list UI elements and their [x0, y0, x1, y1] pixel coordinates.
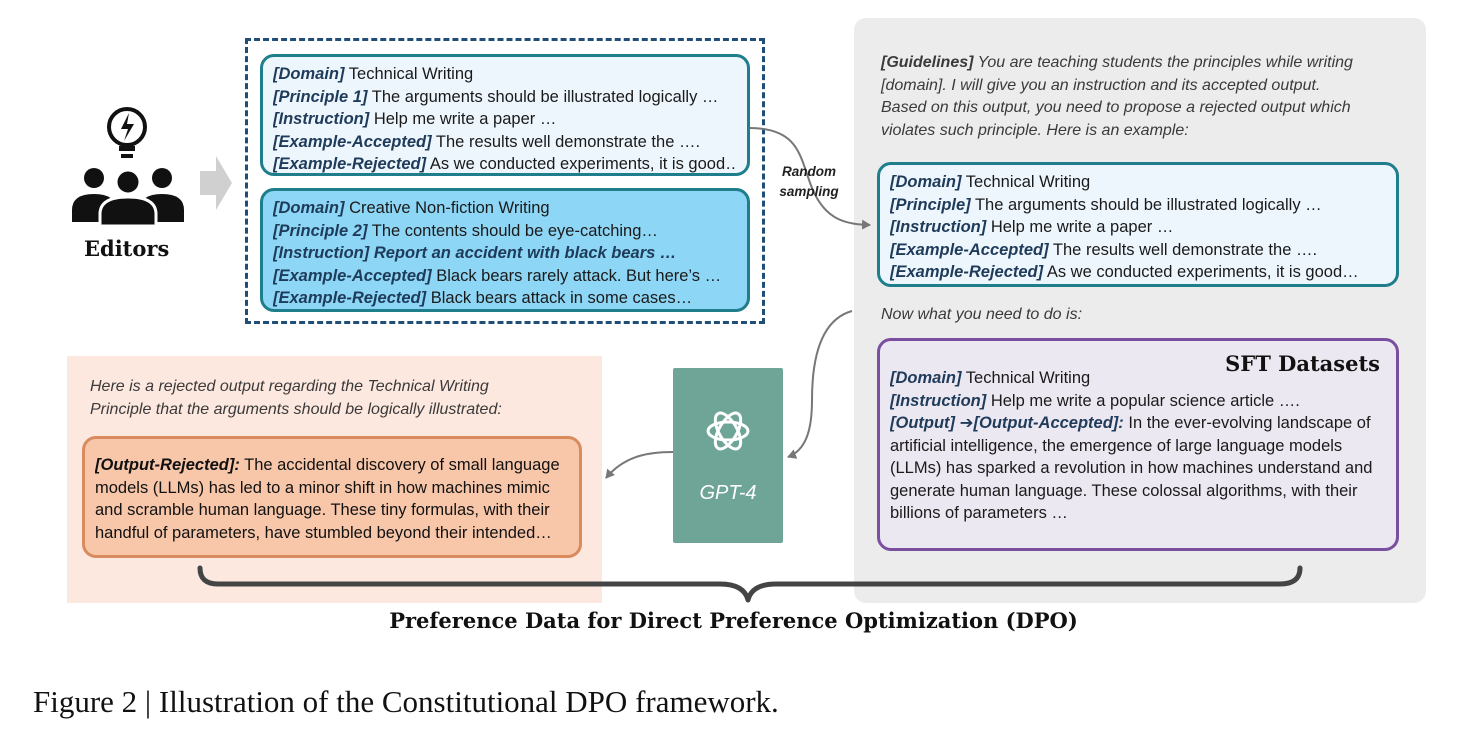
editors-arrow-icon [200, 156, 232, 210]
sft-dataset-card: SFT Datasets [Domain] Technical Writing … [877, 338, 1399, 551]
random-sampling-label: Random sampling [779, 164, 839, 199]
principles-container [245, 38, 765, 324]
now-text: Now what you need to do is: [881, 306, 1083, 323]
principle-card-technical: [Domain] Technical Writing [Principle 1]… [260, 54, 750, 176]
from-gpt-arrow [605, 451, 674, 479]
rejected-intro-text: Here is a rejected output regarding the … [90, 378, 502, 418]
dpo-brace [197, 565, 1303, 603]
dpo-title: Preference Data for Direct Preference Op… [389, 608, 1078, 633]
openai-logo-icon [706, 411, 750, 451]
gpt4-model-box: GPT-4 [673, 368, 783, 543]
editors-icon [72, 107, 184, 228]
gpt4-label: GPT-4 [699, 482, 757, 504]
guidelines-text: [Guidelines] You are teaching students t… [881, 54, 1353, 139]
random-sampling-arrow [749, 127, 871, 230]
to-gpt-arrow [787, 310, 853, 459]
principle-card-creative: [Domain] Creative Non-fiction Writing [P… [260, 188, 750, 312]
figure-caption: Figure 2 | Illustration of the Constitut… [33, 684, 779, 719]
rejected-output-card: [Output-Rejected]: The accidental discov… [82, 436, 582, 558]
example-card: [Domain] Technical Writing [Principle] T… [877, 162, 1399, 287]
sft-title: SFT Datasets [1225, 351, 1380, 376]
editors-label: Editors [84, 236, 170, 261]
